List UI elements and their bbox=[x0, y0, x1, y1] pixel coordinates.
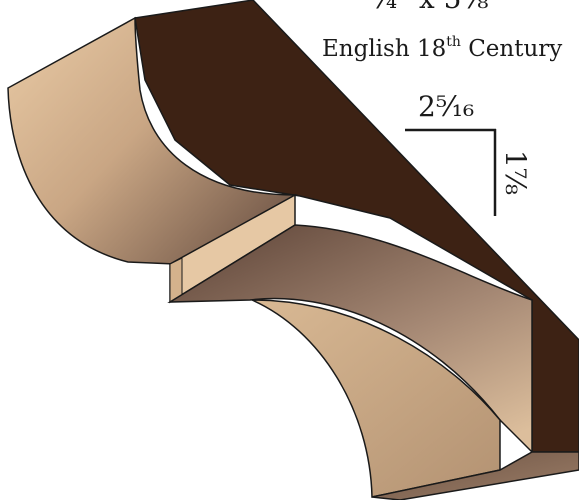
dimension-width-label: 2⁵⁄₁₆ bbox=[418, 90, 474, 123]
molding-base-face bbox=[371, 451, 579, 500]
title-dimensions: ¾" x 5⅞ bbox=[370, 0, 489, 15]
subtitle-suffix: Century bbox=[461, 36, 562, 62]
molding-upper-cove bbox=[7, 16, 298, 265]
molding-dark-face bbox=[134, 0, 579, 453]
subtitle-superscript: th bbox=[446, 34, 461, 50]
subtitle-prefix: English 18 bbox=[322, 36, 446, 62]
molding-end-face bbox=[251, 299, 501, 498]
subtitle: English 18th Century bbox=[322, 34, 562, 62]
dimension-height-label: 1⅞ bbox=[499, 150, 532, 195]
